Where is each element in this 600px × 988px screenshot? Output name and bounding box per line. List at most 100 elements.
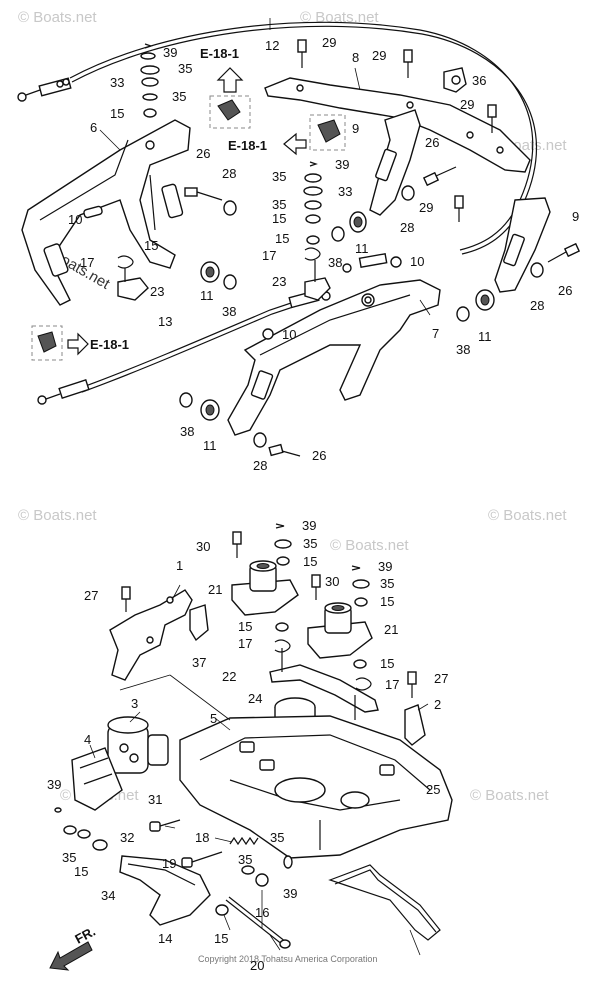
callout-11: 11 [355,241,369,256]
callout-38: 38 [222,304,236,319]
callout-10: 10 [410,254,424,269]
callout-17: 17 [80,255,94,270]
bracket-6 [21,119,191,306]
callout-12: 12 [265,38,279,53]
watermark: © Boats.net [470,787,549,804]
callout-15: 15 [214,931,228,946]
callout-35: 35 [303,536,317,551]
ref-label: E-18-1 [228,138,267,153]
copyright: Copyright 2018 Tohatsu America Corporati… [198,954,377,964]
watermark: © Boats.net [330,537,409,554]
callout-8: 8 [352,50,359,65]
callout-10: 10 [68,212,82,227]
callout-2: 2 [434,697,441,712]
callout-21: 21 [208,582,222,597]
ref-arrow-left: E-18-1 [228,114,346,156]
callout-28: 28 [400,220,414,235]
callout-35: 35 [172,89,186,104]
callout-35: 35 [272,169,286,184]
callout-29: 29 [419,200,433,215]
callout-39: 39 [378,559,392,574]
callout-9: 9 [352,121,359,136]
callout-35: 35 [272,197,286,212]
callout-19: 19 [162,856,176,871]
clip-36 [443,67,467,93]
callout-39: 39 [47,777,61,792]
ref-arrow-right: E-18-1 [31,325,129,361]
callout-9: 9 [572,209,579,224]
band-25 [328,864,441,941]
cable-end [17,77,72,102]
callout-33: 33 [338,184,352,199]
callout-11: 11 [203,438,217,453]
callout-28: 28 [530,298,544,313]
callout-17: 17 [385,677,399,692]
clip-37 [189,604,209,642]
callout-17: 17 [262,248,276,263]
callout-22: 22 [222,669,236,684]
callout-4: 4 [84,732,91,747]
callout-15: 15 [275,231,289,246]
leader-lines [89,18,431,956]
callout-34: 34 [101,888,115,903]
case-5 [179,715,453,859]
arm-9-right [494,197,551,293]
bolts-bottom [121,531,417,868]
callout-35: 35 [238,852,252,867]
fastener-stack-top [140,43,323,245]
direction-label: FR. [72,924,98,947]
cable-end [342,252,388,273]
bracket-7 [227,279,441,436]
callout-37: 37 [192,655,206,670]
link-23-top [304,260,331,301]
callout-3: 3 [131,696,138,711]
callout-6: 6 [90,120,97,135]
spring-18 [229,836,259,846]
callout-11: 11 [478,329,492,344]
bushings-top [179,185,544,448]
pins-10 [83,205,402,340]
callout-15: 15 [110,106,124,121]
callout-15: 15 [272,211,286,226]
ref-label: E-18-1 [90,337,129,352]
callout-35: 35 [270,830,284,845]
callout-15: 15 [144,238,158,253]
switch-3 [107,716,169,774]
handle-14 [119,855,211,926]
callout-38: 38 [456,342,470,357]
bracket-8 [264,77,531,173]
callout-16: 16 [255,905,269,920]
callout-15: 15 [380,656,394,671]
callout-29: 29 [372,48,386,63]
callout-26: 26 [312,448,326,463]
callout-35: 35 [178,61,192,76]
callout-11: 11 [200,288,214,303]
callout-35: 35 [380,576,394,591]
callout-23: 23 [150,284,164,299]
ref-arrow-up: E-18-1 [200,46,251,129]
callout-39: 39 [335,157,349,172]
watermark: © Boats.net [488,507,567,524]
cable-12 [17,21,537,273]
shaft-20 [225,896,291,949]
callout-15: 15 [74,864,88,879]
callout-39: 39 [163,45,177,60]
callout-29: 29 [322,35,336,50]
callout-33: 33 [110,75,124,90]
callout-5: 5 [210,711,217,726]
callout-23: 23 [272,274,286,289]
callout-31: 31 [148,792,162,807]
callout-26: 26 [558,283,572,298]
callout-24: 24 [248,691,262,706]
callout-15: 15 [303,554,317,569]
callout-38: 38 [328,255,342,270]
callout-15: 15 [380,594,394,609]
callout-27: 27 [84,588,98,603]
callout-39: 39 [302,518,316,533]
callout-14: 14 [158,931,172,946]
callout-39: 39 [283,886,297,901]
fastener-stack-bottom [54,523,372,916]
cable-13 [37,289,331,405]
callout-17: 17 [238,636,252,651]
